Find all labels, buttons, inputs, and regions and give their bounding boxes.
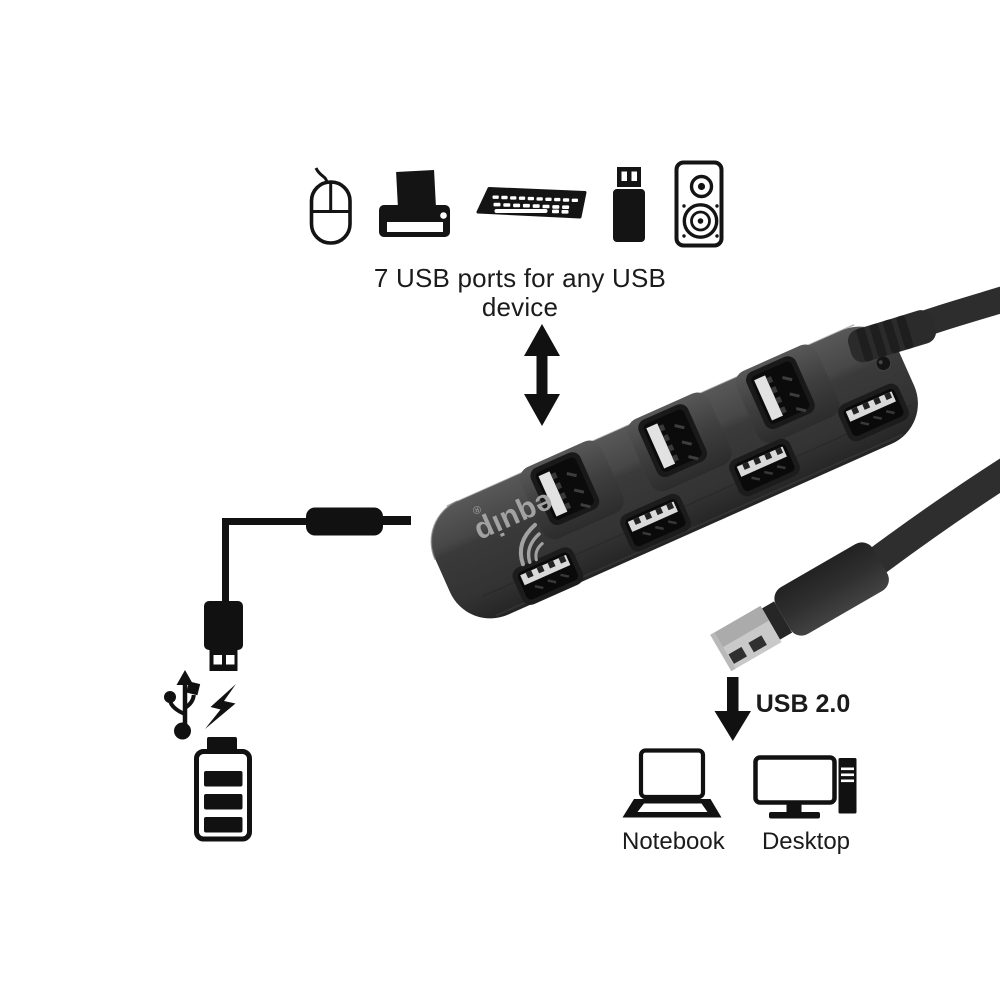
double-arrow-icon: [524, 324, 560, 426]
usb-hub-device: equip ®: [430, 324, 918, 619]
printer-icon: [379, 170, 450, 237]
ports-caption: 7 USB ports for any USB device: [373, 263, 667, 322]
plug-cable: [857, 458, 1000, 580]
usb-connector-icon: [204, 601, 243, 671]
hub-top-port-2: [627, 392, 732, 492]
hub-top-port-1: [520, 440, 624, 540]
mouse-icon: [309, 167, 352, 245]
usb-tongue: [845, 391, 896, 422]
hub-front-port-4: [838, 383, 909, 442]
keyboard-icon: [476, 187, 587, 219]
usb-tongue: [520, 554, 571, 586]
hub-front-port-2: [620, 493, 691, 552]
lightning-bolt-icon: [205, 684, 236, 729]
down-arrow-icon: [714, 677, 751, 741]
hub-top-port-3: [735, 344, 840, 444]
usb-tongue: [646, 423, 676, 469]
plug-neck: [762, 601, 793, 640]
cable-strain-relief: [847, 310, 937, 363]
desktop-label: Desktop: [761, 828, 851, 855]
speaker-icon: [674, 160, 724, 248]
notebook-icon: [622, 748, 722, 818]
usb-tongue: [627, 501, 678, 532]
brand-swoosh: [518, 522, 544, 567]
led-indicator: [875, 354, 892, 372]
usb-tongue: [538, 471, 568, 517]
notebook-label: Notebook: [622, 828, 725, 855]
hub-edge-highlight: [430, 500, 459, 560]
plug-contact-window: [728, 646, 747, 664]
usb-2-0-label: USB 2.0: [755, 690, 851, 718]
hub-front-port-3: [729, 438, 800, 497]
plug-body: [774, 542, 889, 636]
dc-power-plug-icon: [222, 507, 411, 601]
usb-flash-drive-icon: [613, 167, 645, 242]
usb-tongue: [736, 446, 787, 477]
hub-front-port-1: [512, 547, 584, 605]
battery-icon: [194, 737, 252, 842]
usb-trident-icon: [164, 670, 201, 740]
usb-a-plug: [710, 542, 889, 672]
plug-contact-window: [748, 635, 767, 653]
desktop-icon: [753, 755, 857, 819]
usb-tongue: [754, 375, 783, 421]
